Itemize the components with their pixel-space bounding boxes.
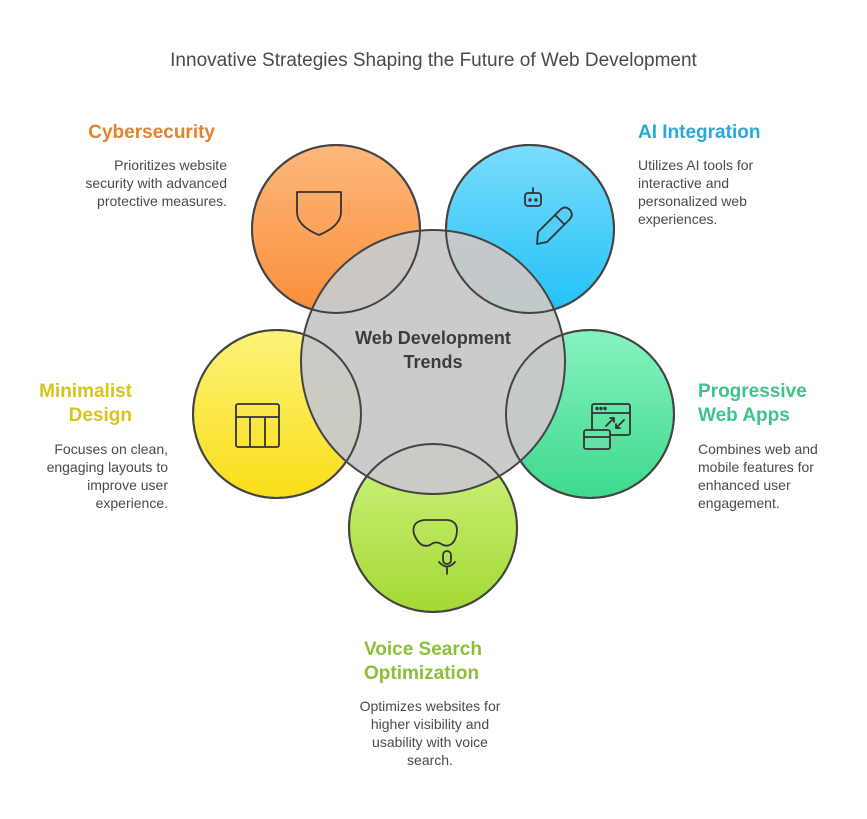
layout-grid-icon [235, 403, 280, 448]
description-voice-search: Optimizes websites for higher visibility… [359, 698, 501, 768]
heading-voice-search: Voice Search Optimization [364, 639, 482, 684]
shield-icon [296, 191, 342, 236]
circle-center [300, 229, 566, 495]
heading-progressive-web-apps: Progressive Web Apps [698, 381, 807, 426]
description-progressive-web-apps: Combines web and mobile features for enh… [698, 441, 818, 511]
vr-microphone-icon [412, 519, 458, 575]
heading-ai-integration: AI Integration [638, 122, 761, 143]
heading-cybersecurity: Cybersecurity [88, 122, 215, 143]
description-cybersecurity: Prioritizes website security with advanc… [85, 157, 227, 209]
robot-pencil-icon [524, 187, 573, 245]
description-ai-integration: Utilizes AI tools for interactive and pe… [638, 157, 754, 227]
heading-minimalist-design: Minimalist Design [39, 381, 132, 426]
browser-windows-icon [583, 403, 631, 450]
description-minimalist-design: Focuses on clean, engaging layouts to im… [46, 441, 168, 511]
diagram-title: Innovative Strategies Shaping the Future… [170, 50, 697, 71]
center-label: Web Development Trends [355, 328, 511, 372]
